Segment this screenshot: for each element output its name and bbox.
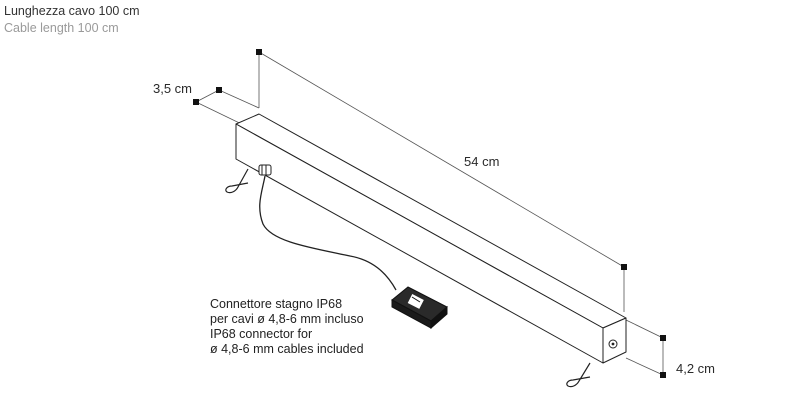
length-dimension-label: 54 cm xyxy=(464,154,500,169)
mounting-clip-left-icon xyxy=(225,168,249,194)
connector-note-line-2: per cavi ø 4,8-6 mm incluso xyxy=(210,312,364,326)
width-marker-right xyxy=(216,87,222,93)
power-cable xyxy=(259,175,397,291)
connector-note-line-1: Connettore stagno IP68 xyxy=(210,297,343,311)
height-marker-top xyxy=(660,335,666,341)
profile-top-face xyxy=(235,113,627,329)
length-dimension-line xyxy=(258,51,625,312)
mounting-clip-right-icon xyxy=(566,362,591,388)
height-marker-bottom xyxy=(660,372,666,378)
height-dimension-label: 4,2 cm xyxy=(676,361,716,376)
width-marker-left xyxy=(193,99,199,105)
cable-length-english: Cable length 100 cm xyxy=(4,21,119,35)
cable-gland-icon xyxy=(258,164,272,176)
cable-length-italian: Lunghezza cavo 100 cm xyxy=(4,4,140,18)
connector-note: Connettore stagno IP68 per cavi ø 4,8-6 … xyxy=(210,297,364,357)
height-dimension-line xyxy=(625,319,664,376)
connector-note-line-3: IP68 connector for xyxy=(210,327,313,341)
led-profile-body xyxy=(235,113,627,364)
width-dimension-label: 3,5 cm xyxy=(153,81,193,96)
length-marker-start xyxy=(256,49,262,55)
length-marker-end xyxy=(621,264,627,270)
ip68-connector-icon xyxy=(391,286,448,330)
connector-note-line-4: ø 4,8-6 mm cables included xyxy=(210,342,364,356)
